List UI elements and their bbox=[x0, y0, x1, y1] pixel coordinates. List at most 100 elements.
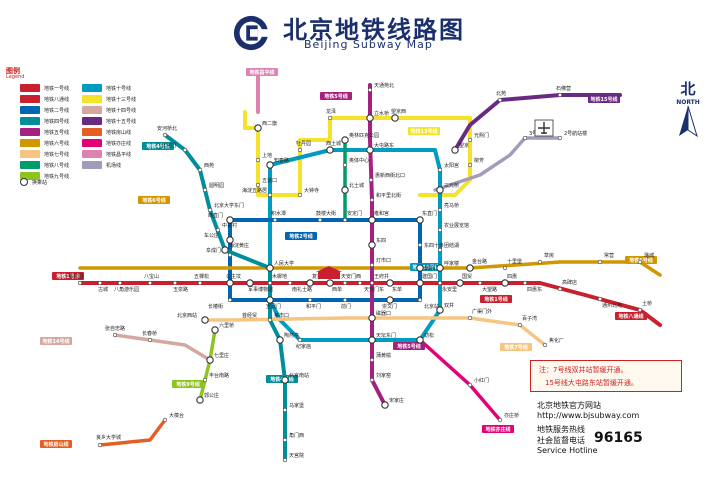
station-label[interactable]: 天坛东门 bbox=[376, 332, 396, 339]
station-label[interactable]: 大望路 bbox=[482, 286, 497, 293]
line-airport[interactable] bbox=[433, 136, 562, 192]
transfer-station-icon[interactable] bbox=[276, 336, 284, 344]
station-label[interactable]: 崇文门 bbox=[382, 303, 397, 310]
station-dot[interactable] bbox=[207, 207, 213, 213]
station-dot[interactable] bbox=[467, 382, 473, 388]
station-label[interactable]: 南礼士路 bbox=[292, 286, 312, 293]
station-label[interactable]: 安河桥北 bbox=[157, 125, 177, 132]
station-label[interactable]: 人民大学 bbox=[274, 260, 294, 267]
station-dot[interactable] bbox=[112, 332, 118, 338]
station-label[interactable]: 王府井 bbox=[374, 273, 389, 280]
transfer-station-icon[interactable] bbox=[196, 396, 204, 404]
station-label[interactable]: 天通苑北 bbox=[374, 82, 394, 89]
station-dot[interactable] bbox=[369, 280, 375, 286]
transfer-station-icon[interactable] bbox=[368, 241, 376, 249]
transfer-station-icon[interactable] bbox=[226, 216, 234, 224]
station-label[interactable]: 首经贸 bbox=[242, 312, 257, 319]
station-label[interactable]: 三元桥 bbox=[444, 182, 459, 189]
station-dot[interactable] bbox=[502, 265, 508, 271]
transfer-station-icon[interactable] bbox=[391, 114, 399, 122]
transfer-station-icon[interactable] bbox=[266, 296, 274, 304]
station-dot[interactable] bbox=[255, 157, 261, 163]
station-dot[interactable] bbox=[297, 147, 303, 153]
station-dot[interactable] bbox=[77, 280, 83, 286]
station-label[interactable]: 长椿街 bbox=[208, 303, 223, 310]
transfer-station-icon[interactable] bbox=[386, 279, 394, 287]
transfer-station-icon[interactable] bbox=[368, 216, 376, 224]
station-label[interactable]: 马家堡 bbox=[289, 402, 304, 409]
station-label[interactable]: 永安里 bbox=[442, 286, 457, 293]
station-dot[interactable] bbox=[227, 252, 233, 258]
station-dot[interactable] bbox=[182, 147, 188, 153]
station-label[interactable]: 龙泽 bbox=[326, 108, 336, 115]
station-label[interactable]: 角门西 bbox=[289, 432, 304, 439]
station-label[interactable]: 北苑 bbox=[496, 90, 506, 97]
station-dot[interactable] bbox=[147, 280, 153, 286]
station-dot[interactable] bbox=[637, 307, 643, 313]
station-label[interactable]: 张自忠路 bbox=[105, 325, 125, 332]
station-label[interactable]: 北京西站 bbox=[177, 312, 197, 319]
station-label[interactable]: 八宝山 bbox=[144, 273, 159, 280]
station-label[interactable]: 惠新西街北口 bbox=[375, 172, 405, 179]
station-dot[interactable] bbox=[342, 162, 348, 168]
station-label[interactable]: 和平里北街 bbox=[376, 192, 401, 199]
station-label[interactable]: 呼家楼 bbox=[444, 260, 459, 267]
station-label[interactable]: 八角游乐园 bbox=[114, 286, 139, 293]
station-label[interactable]: 通州北苑 bbox=[602, 302, 622, 309]
station-dot[interactable] bbox=[342, 217, 348, 223]
station-label[interactable]: 西二旗 bbox=[262, 120, 277, 127]
transfer-station-icon[interactable] bbox=[226, 279, 234, 287]
station-dot[interactable] bbox=[417, 297, 423, 303]
transfer-station-icon[interactable] bbox=[386, 296, 394, 304]
station-label[interactable]: 建国门 bbox=[422, 273, 437, 280]
station-label[interactable]: 石佛营 bbox=[556, 85, 571, 92]
station-label[interactable]: 圆明园 bbox=[209, 183, 224, 189]
station-label[interactable]: 东四十条 bbox=[424, 242, 444, 249]
station-label[interactable]: 中关村 bbox=[222, 222, 237, 229]
station-label[interactable]: 天宫院 bbox=[289, 452, 304, 459]
station-dot[interactable] bbox=[202, 377, 208, 383]
station-label[interactable]: 北京站 bbox=[424, 303, 439, 310]
station-dot[interactable] bbox=[327, 115, 333, 121]
station-label[interactable]: 望京 bbox=[459, 142, 469, 149]
line-9[interactable] bbox=[198, 328, 217, 402]
station-dot[interactable] bbox=[557, 135, 563, 141]
station-dot[interactable] bbox=[557, 92, 563, 98]
transfer-station-icon[interactable] bbox=[368, 336, 376, 344]
station-label[interactable]: 知春路 bbox=[274, 157, 289, 164]
station-label[interactable]: 五道口 bbox=[262, 177, 277, 184]
transfer-station-icon[interactable] bbox=[466, 264, 474, 272]
station-dot[interactable] bbox=[287, 280, 293, 286]
station-label[interactable]: 劲松 bbox=[424, 332, 434, 339]
line-13[interactable] bbox=[243, 110, 472, 197]
station-dot[interactable] bbox=[267, 280, 273, 286]
station-dot[interactable] bbox=[282, 457, 288, 463]
station-dot[interactable] bbox=[597, 259, 603, 265]
station-dot[interactable] bbox=[197, 167, 203, 173]
station-dot[interactable] bbox=[147, 337, 153, 343]
station-dot[interactable] bbox=[437, 207, 443, 213]
transfer-station-icon[interactable] bbox=[206, 356, 214, 364]
transfer-station-icon[interactable] bbox=[281, 376, 289, 384]
station-dot[interactable] bbox=[597, 296, 603, 302]
station-dot[interactable] bbox=[202, 187, 208, 193]
transfer-station-icon[interactable] bbox=[266, 161, 274, 169]
station-dot[interactable] bbox=[477, 280, 483, 286]
station-label[interactable]: 四惠 bbox=[507, 273, 517, 280]
transfer-station-icon[interactable] bbox=[211, 326, 219, 334]
station-label[interactable]: 军事博物馆 bbox=[248, 286, 273, 293]
station-label[interactable]: 郭公庄 bbox=[204, 392, 219, 399]
station-label[interactable]: 雍和宫 bbox=[374, 210, 389, 217]
transfer-station-icon[interactable] bbox=[341, 136, 349, 144]
station-dot[interactable] bbox=[437, 247, 443, 253]
station-label[interactable]: 阜成门 bbox=[206, 247, 221, 254]
transfer-station-icon[interactable] bbox=[326, 279, 334, 287]
station-label[interactable]: 亮马桥 bbox=[444, 202, 459, 209]
transfer-station-icon[interactable] bbox=[436, 186, 444, 194]
station-label[interactable]: 奥体中心 bbox=[349, 157, 369, 164]
station-label[interactable]: 北宫门 bbox=[161, 142, 176, 149]
station-label[interactable]: 宋家庄 bbox=[389, 397, 404, 404]
station-dot[interactable] bbox=[297, 192, 303, 198]
station-label[interactable]: 西苑 bbox=[204, 162, 214, 169]
station-label[interactable]: 东四 bbox=[376, 237, 386, 244]
